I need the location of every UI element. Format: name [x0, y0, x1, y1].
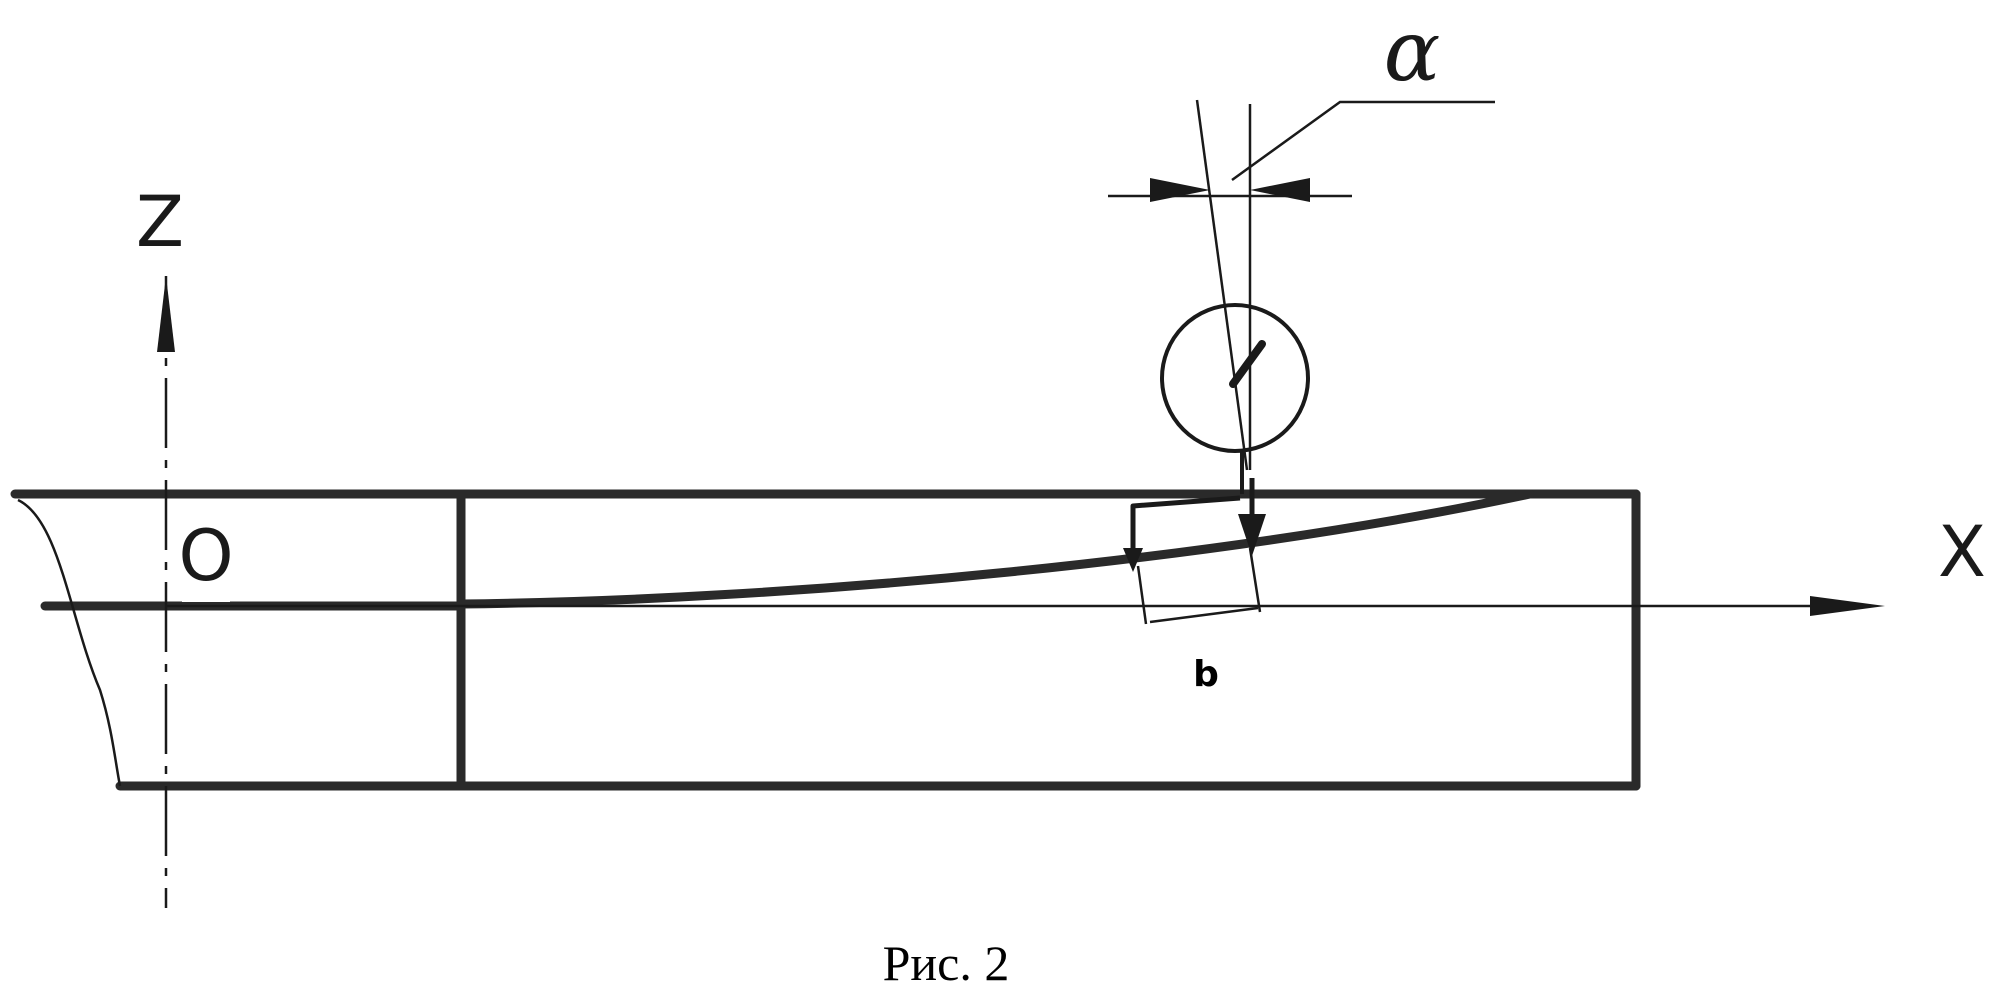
angle-arrow-left-icon — [1150, 178, 1210, 202]
z-axis-label: Z — [136, 181, 184, 263]
figure-caption: Рис. 2 — [883, 935, 1010, 991]
origin-label-background — [182, 502, 230, 602]
width-extension-left — [1136, 565, 1148, 625]
axes — [157, 276, 1885, 908]
break-line — [17, 498, 122, 787]
width-label: b — [1193, 654, 1219, 695]
dial-gauge-circle — [1160, 303, 1310, 453]
width-bracket-arrow-icon — [1123, 548, 1143, 572]
x-axis-label: X — [1938, 511, 1986, 593]
angle-arrow-right-icon — [1250, 178, 1310, 202]
width-extension-right — [1248, 547, 1262, 613]
dial-indicator-icon — [1160, 303, 1310, 556]
angle-label: α — [1384, 2, 1441, 100]
width-dimension-line — [1149, 606, 1259, 624]
angle-construction: α — [1108, 2, 1495, 471]
width-bracket — [1130, 495, 1241, 562]
tapered-surface — [456, 489, 1535, 609]
dial-gauge-needle — [1229, 340, 1266, 388]
part-outline — [10, 489, 1641, 791]
width-dimension: b — [1123, 495, 1262, 695]
angle-leader-line — [1231, 100, 1495, 182]
x-axis-arrow-icon — [1810, 596, 1885, 616]
origin-label: O — [178, 515, 233, 597]
z-axis-arrow-icon — [157, 276, 175, 352]
measuring-arrow-icon — [1238, 514, 1266, 556]
tilted-reference-line — [1195, 99, 1249, 471]
